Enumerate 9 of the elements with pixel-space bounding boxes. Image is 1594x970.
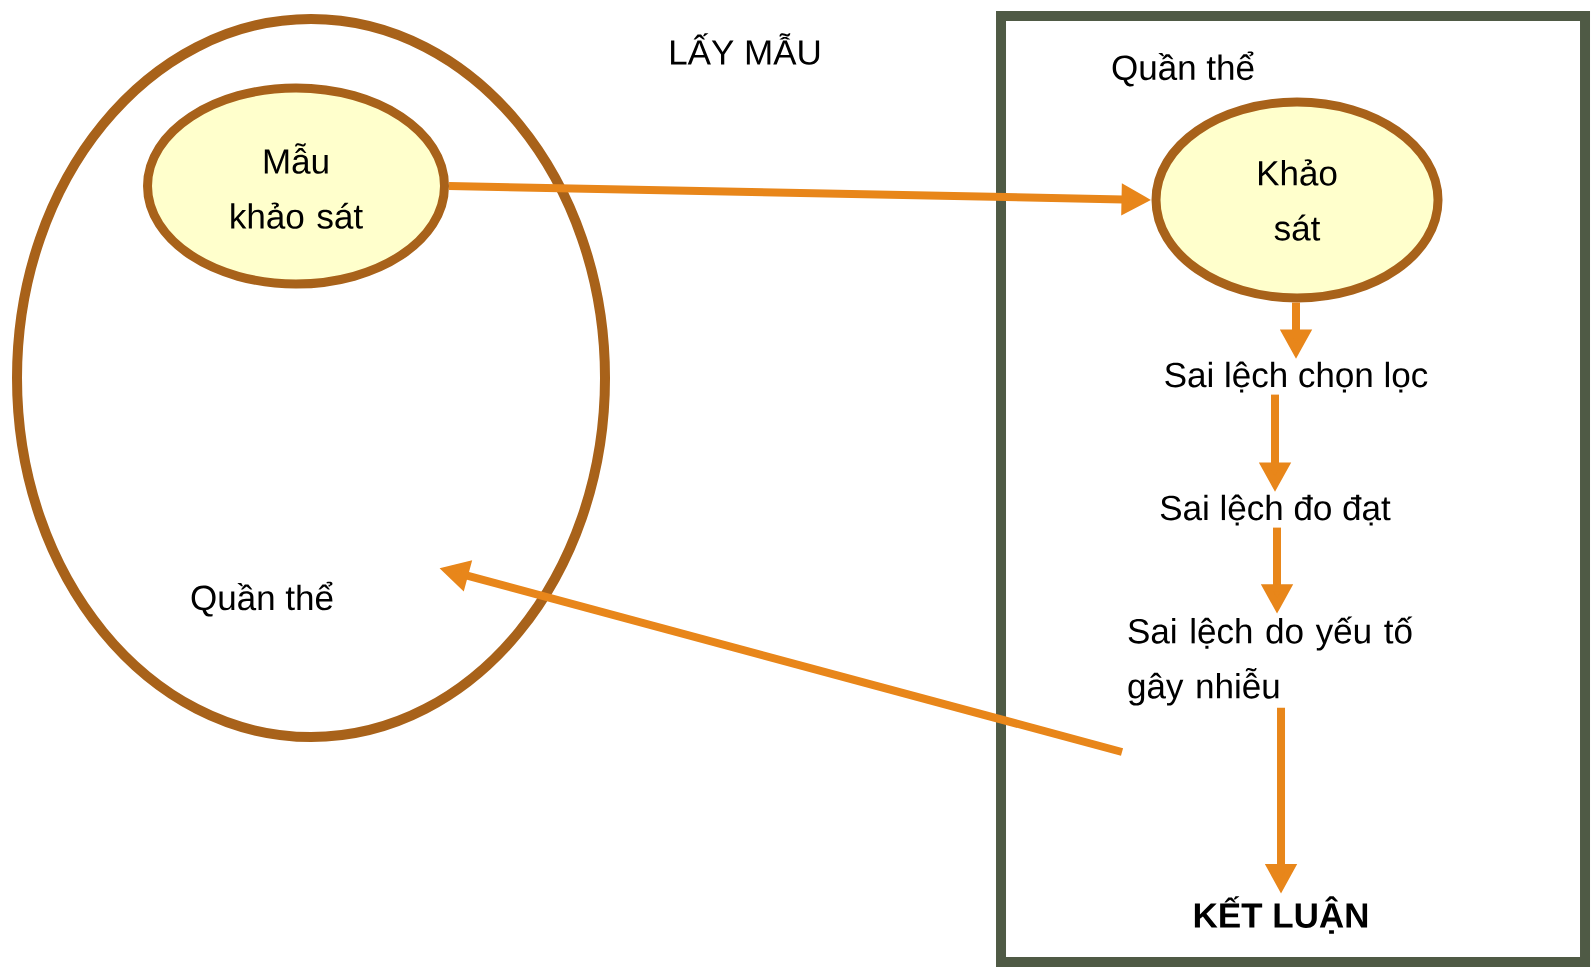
frame-heading: Quần thể bbox=[1112, 51, 1254, 87]
flow-text: Sai lệch do yếu tố gây nhiễu bbox=[1128, 616, 1413, 706]
flow-text: Sai lệch chọn lọc bbox=[1165, 361, 1428, 393]
title: LẤY MẪU bbox=[671, 33, 820, 65]
flow-text: Sai lệch đo đạt bbox=[1160, 494, 1391, 526]
conclusion-text: KẾT LUẬN bbox=[1194, 896, 1368, 934]
population-frame bbox=[996, 11, 1590, 967]
population-ellipse bbox=[12, 14, 610, 742]
ellipse-label: Quần thể bbox=[191, 581, 333, 617]
